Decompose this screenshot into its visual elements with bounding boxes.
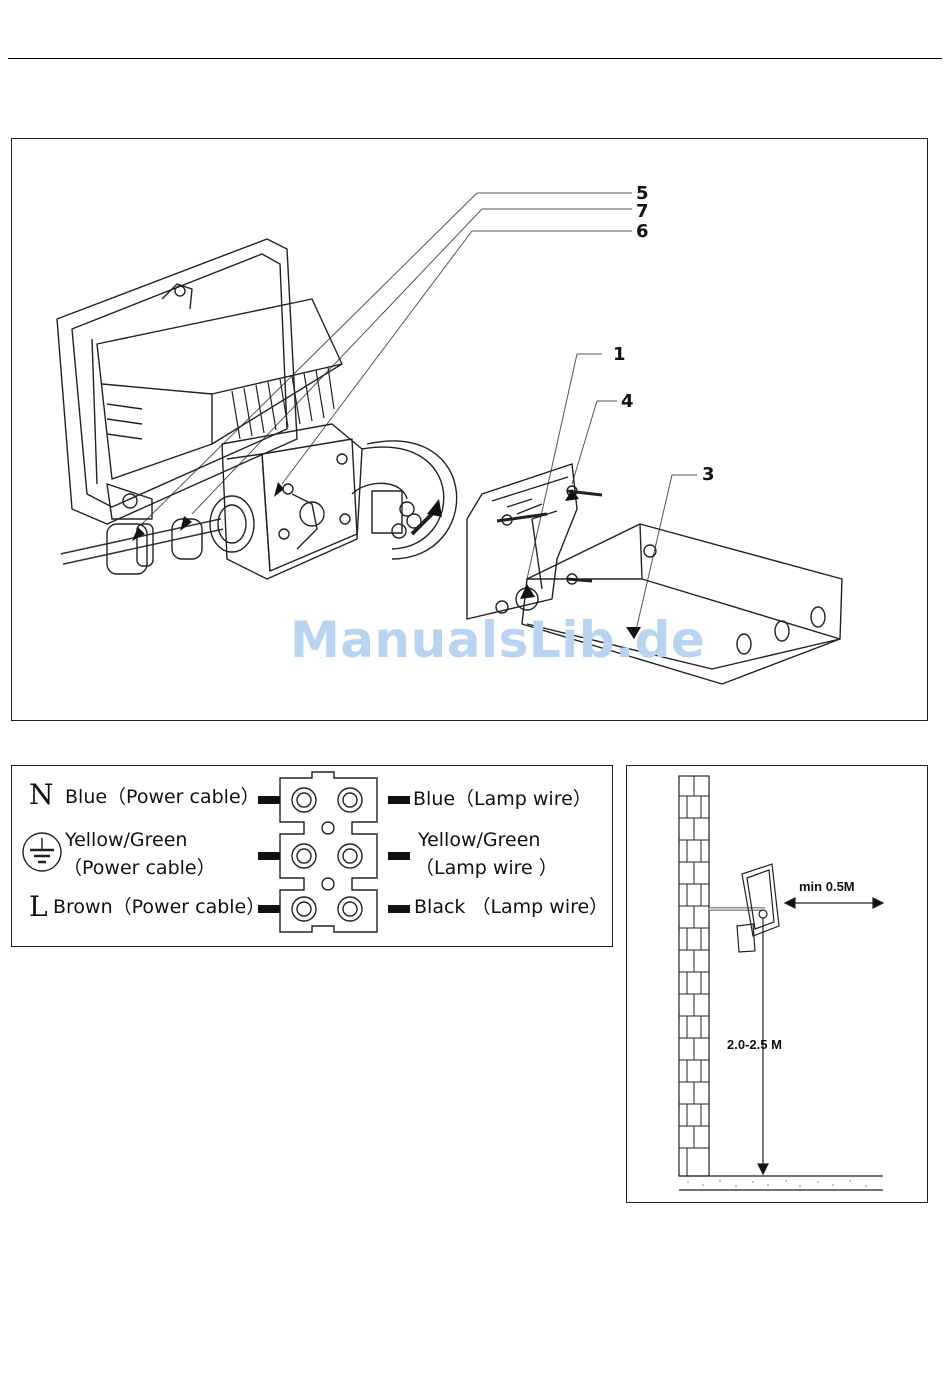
- neutral-symbol: N: [29, 780, 54, 810]
- wiring-diagram: N Blue（Power cable） Blue（Lamp wire） Yell…: [11, 765, 613, 947]
- clearance-label: min 0.5M: [799, 880, 855, 894]
- callout-6: 6: [636, 223, 649, 241]
- height-label: 2.0-2.5 M: [727, 1038, 782, 1052]
- live-power-label: Brown（Power cable）: [53, 895, 265, 919]
- mounting-plate: [467, 464, 602, 619]
- mounting-drawing: [627, 766, 927, 1202]
- ground: [679, 1176, 883, 1190]
- wire-stubs: [258, 796, 410, 913]
- callout-7: 7: [636, 203, 649, 221]
- floodlight-housing: [57, 239, 342, 524]
- earth-power-label-2: （Power cable）: [63, 856, 216, 880]
- earth-icon: [23, 833, 61, 871]
- callout-1: 1: [613, 346, 626, 364]
- assembly-diagram: 5 7 6 1 4 3 ManualsLib.de: [11, 138, 928, 721]
- callout-3: 3: [702, 466, 715, 484]
- terminal-block-wires: [352, 441, 457, 559]
- leader-6: [282, 231, 632, 484]
- neutral-power-label: Blue（Power cable）: [65, 785, 260, 809]
- leader-5: [142, 193, 632, 524]
- callout-4: 4: [621, 393, 634, 411]
- clearance-arrow: [785, 898, 883, 908]
- header-rule: [8, 58, 942, 59]
- earth-lamp-label-1: Yellow/Green: [418, 828, 540, 852]
- leader-4: [572, 401, 617, 484]
- leader-7: [192, 209, 632, 514]
- watermark: ManualsLib.de: [290, 612, 705, 668]
- brick-wall: [679, 776, 709, 1176]
- live-lamp-label: Black （Lamp wire）: [414, 895, 608, 919]
- live-symbol: L: [29, 892, 48, 922]
- mounting-diagram: min 0.5M 2.0-2.5 M: [626, 765, 928, 1203]
- terminal-screws: [292, 788, 362, 921]
- earth-power-label-1: Yellow/Green: [65, 828, 187, 852]
- neutral-lamp-label: Blue（Lamp wire）: [413, 787, 592, 811]
- earth-lamp-label-2: （Lamp wire ）: [415, 856, 558, 880]
- lamp-on-bracket: [709, 864, 779, 952]
- junction-box: [222, 424, 362, 579]
